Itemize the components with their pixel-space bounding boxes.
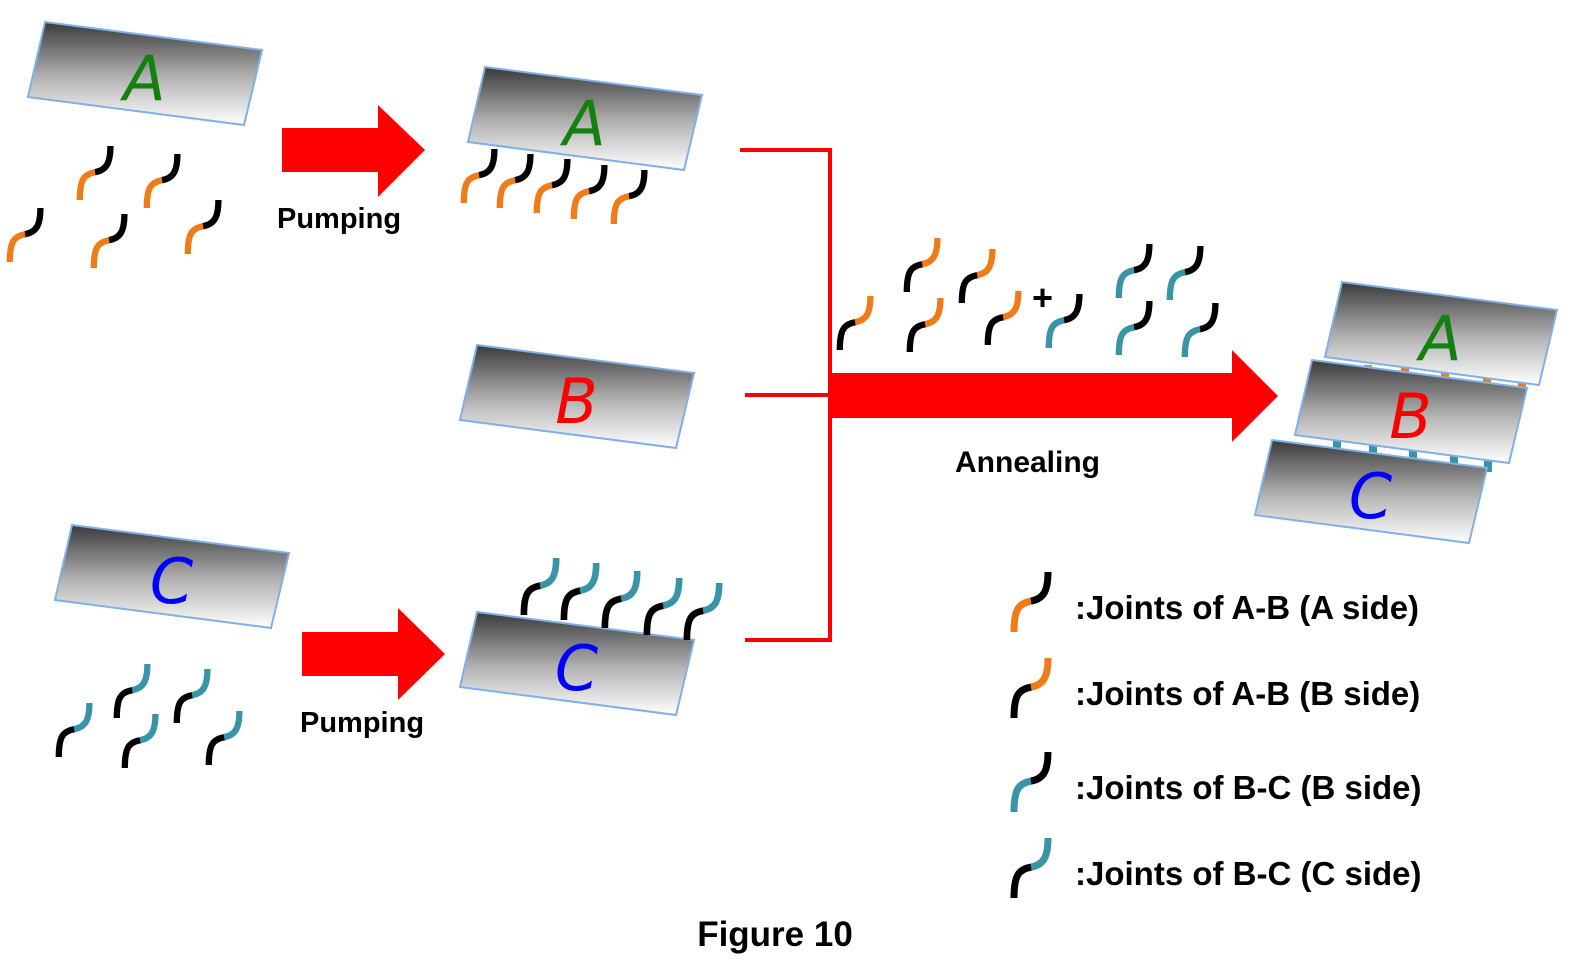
joint-bc-c: [113, 663, 151, 719]
slab-body: [26, 20, 264, 127]
annealing-label: Annealing: [955, 446, 1100, 479]
pumping-label-bottom: Pumping: [300, 707, 424, 739]
joints-layer: [6, 145, 1219, 769]
slab-a-final: A: [1323, 280, 1559, 387]
joint-ab-a: [533, 158, 571, 214]
joint-bc-c: [205, 710, 243, 766]
joint-ab-b: [906, 297, 944, 353]
legend-joint-icon: [1010, 657, 1052, 719]
joint-bc-c: [643, 577, 683, 636]
joint-ab-a: [6, 207, 44, 263]
plus-sign: +: [1032, 277, 1053, 318]
slab-letter: B: [555, 365, 598, 438]
slab-body: [458, 610, 696, 717]
bc-bond-stub: [1409, 448, 1417, 464]
legend-item: :Joints of A-B (B side): [1010, 657, 1420, 719]
joint-ab-a: [143, 153, 181, 209]
joint-bc-b: [1181, 302, 1219, 358]
slab-body: [466, 65, 704, 172]
legend-item: :Joints of B-C (C side): [1010, 837, 1421, 899]
legend-label: :Joints of A-B (B side): [1075, 675, 1420, 712]
slab-body: [1323, 280, 1559, 387]
joint-bc-c: [173, 668, 211, 724]
joint-ab-b: [903, 237, 941, 293]
bc-bond-stub: [1369, 444, 1377, 460]
slab-letter: C: [555, 632, 599, 705]
slab-letter: A: [559, 87, 605, 160]
pumping-arrow-bottom: [302, 608, 445, 700]
joint-ab-b: [958, 248, 996, 304]
bc-bond-stub: [1484, 456, 1492, 472]
bc-bond-stub: [1450, 452, 1458, 468]
joint-bc-c: [121, 713, 159, 769]
legend: :Joints of A-B (A side) :Joints of A-B (B…: [1010, 571, 1421, 899]
slab-letter: C: [1349, 460, 1393, 533]
pumping-label-top: Pumping: [277, 203, 401, 235]
slab-b-final: B: [1293, 358, 1529, 465]
legend-item: :Joints of B-C (B side): [1010, 751, 1421, 813]
joint-bc-b: [1115, 243, 1153, 299]
joint-ab-a: [76, 145, 114, 201]
slab-a-pumped: A: [466, 65, 704, 172]
slab-b: B: [458, 343, 696, 450]
legend-joint-icon: [1010, 751, 1052, 813]
joint-bc-b: [1045, 293, 1083, 349]
slab-body: [53, 523, 291, 630]
slab-letter: A: [119, 42, 165, 115]
joint-bc-c: [683, 582, 723, 641]
legend-joint-icon: [1010, 837, 1052, 899]
joint-bc-c: [601, 570, 641, 629]
slab-body: [1293, 358, 1529, 465]
legend-item: :Joints of A-B (A side): [1010, 571, 1419, 633]
slab-letter: C: [150, 545, 194, 618]
slab-a-initial: A: [26, 20, 264, 127]
pumping-arrow-top: [282, 105, 425, 197]
joint-ab-a: [610, 169, 648, 225]
legend-label: :Joints of A-B (A side): [1075, 589, 1419, 626]
joint-ab-a: [570, 164, 608, 220]
slab-c-final: C: [1253, 438, 1489, 545]
joint-bc-c: [55, 702, 93, 758]
joint-ab-a: [90, 213, 128, 269]
final-slabs-layer: CBA: [1253, 280, 1559, 545]
joint-ab-a: [184, 199, 222, 255]
slab-body: [458, 343, 696, 450]
slabs-layer: A A B C C: [26, 20, 704, 717]
joint-bc-b: [1115, 300, 1153, 356]
annealing-arrow: [828, 350, 1278, 442]
legend-label: :Joints of B-C (C side): [1075, 855, 1421, 892]
joint-bc-b: [1166, 245, 1204, 301]
joint-ab-a: [460, 148, 498, 204]
legend-label: :Joints of B-C (B side): [1075, 769, 1421, 806]
joint-ab-b: [836, 295, 874, 351]
joint-ab-a: [496, 153, 534, 209]
slab-c-initial: C: [53, 523, 291, 630]
slab-letter: B: [1389, 380, 1432, 453]
slab-c-pumped: C: [458, 610, 696, 717]
legend-joint-icon: [1010, 571, 1052, 633]
joint-bc-c: [560, 562, 600, 621]
slab-body: [1253, 438, 1489, 545]
joint-ab-b: [984, 290, 1022, 346]
joint-bc-c: [520, 557, 560, 616]
slab-letter: A: [1415, 302, 1461, 375]
figure-caption: Figure 10: [697, 915, 853, 954]
